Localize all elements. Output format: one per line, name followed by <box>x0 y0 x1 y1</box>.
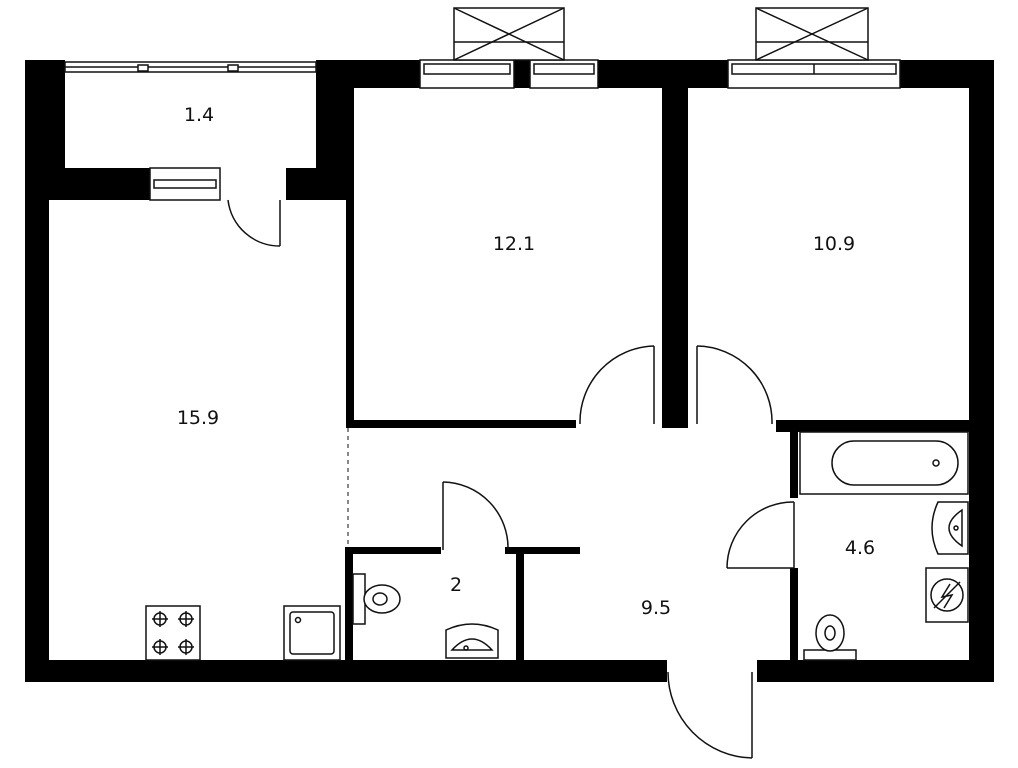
toilet-door <box>442 481 509 551</box>
ac-unit-icon <box>453 7 565 61</box>
balcony-door <box>227 199 281 247</box>
bedroom-2-door <box>696 345 773 425</box>
bedroom-2-area: 10.9 <box>813 233 855 255</box>
bedroom-1-window <box>419 59 599 89</box>
walls <box>25 60 994 682</box>
bedroom-2-window <box>727 59 901 89</box>
stove-icon <box>145 605 201 661</box>
toilet-area: 2 <box>450 574 462 596</box>
bathroom-area: 4.6 <box>845 537 875 559</box>
bathtub-icon <box>799 431 969 495</box>
bedroom-1-door <box>579 345 655 425</box>
washbasin-icon <box>445 623 499 659</box>
balcony-window <box>149 167 221 201</box>
windows <box>64 59 901 201</box>
hallway-area: 9.5 <box>641 597 671 619</box>
toilet-icon <box>352 573 401 625</box>
balcony-area: 1.4 <box>184 104 214 126</box>
toilet-icon <box>803 614 857 661</box>
washbasin-icon <box>931 501 969 555</box>
bedroom-1-area: 12.1 <box>493 233 535 255</box>
washing-machine-icon <box>925 567 969 623</box>
sink-icon <box>283 605 341 661</box>
area-labels: 1.4 12.1 10.9 15.9 4.6 2 9.5 <box>177 104 875 619</box>
bathroom-door <box>726 501 795 569</box>
balcony-glazing <box>64 61 317 73</box>
kitchen-living-area: 15.9 <box>177 407 219 429</box>
doors <box>227 199 795 759</box>
ac-unit-icon <box>755 7 869 61</box>
entrance-door <box>667 671 753 759</box>
